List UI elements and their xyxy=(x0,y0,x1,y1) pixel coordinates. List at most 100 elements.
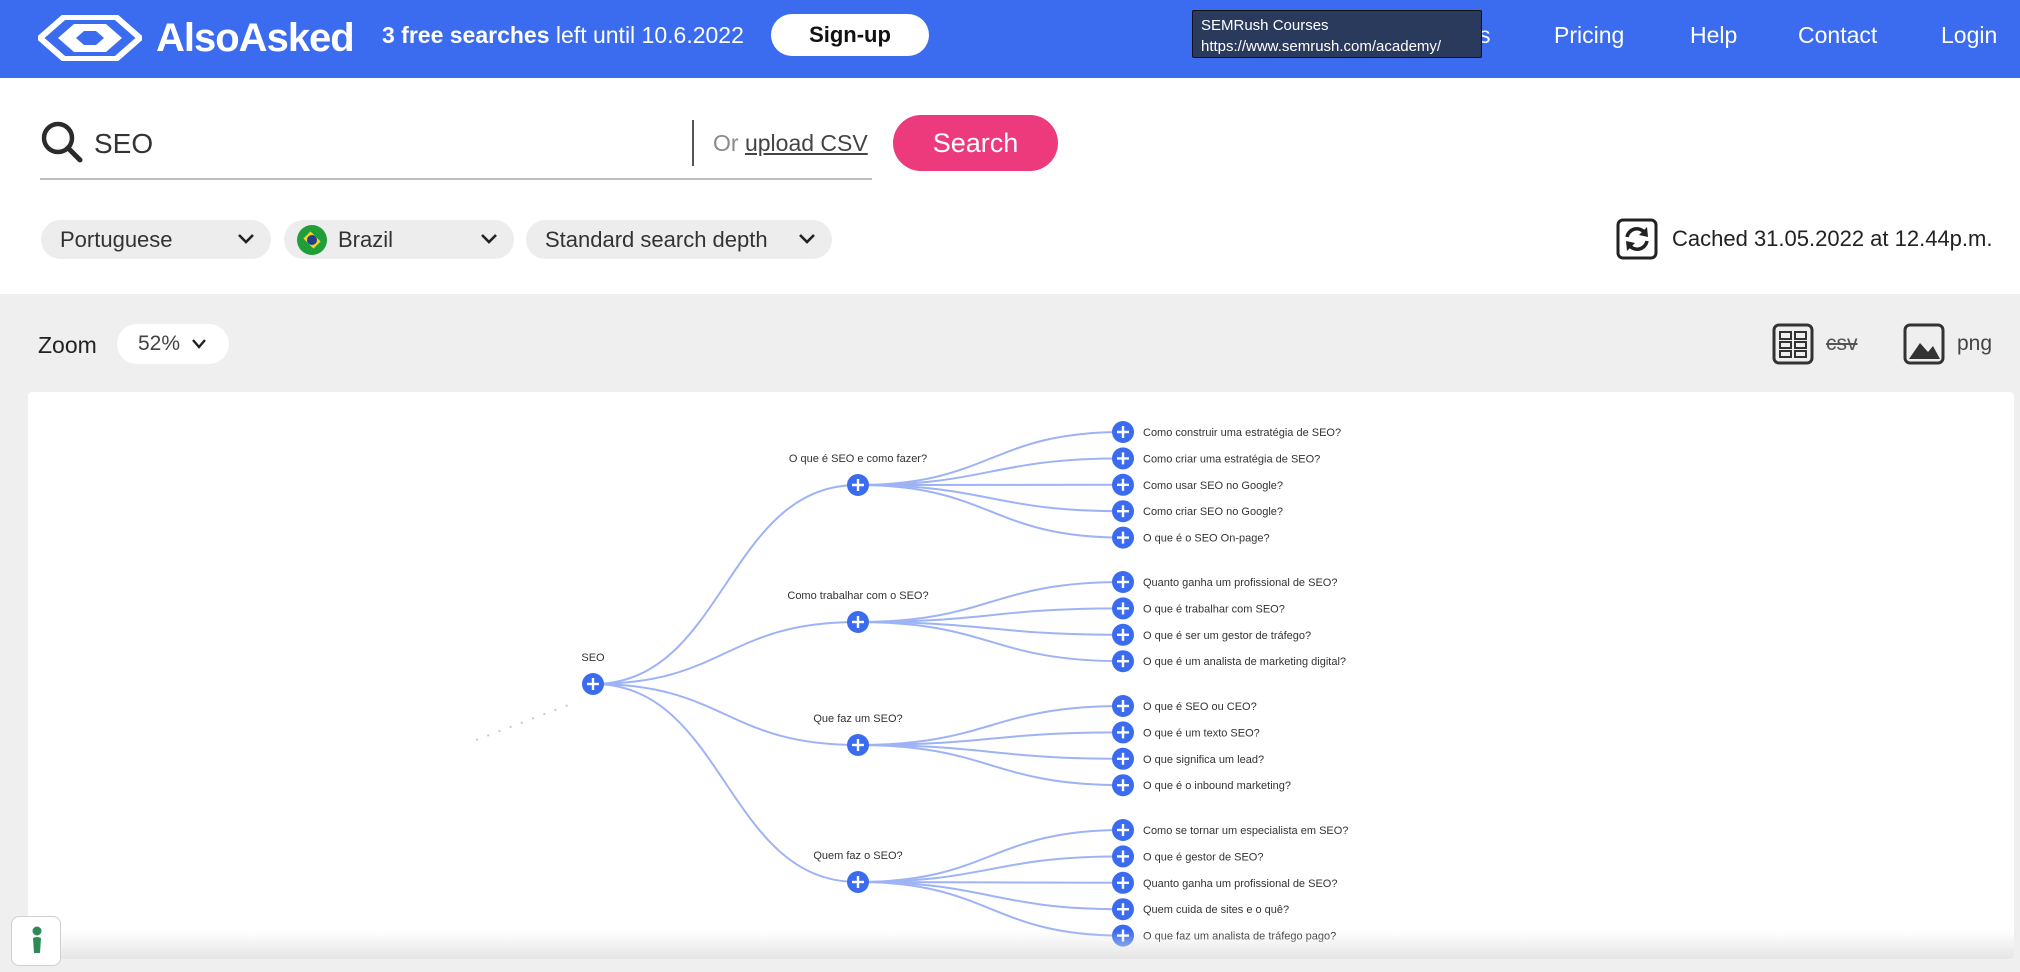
alsoasked-logo[interactable]: AlsoAsked xyxy=(38,12,354,64)
leaf-node-expand-button[interactable] xyxy=(1112,819,1134,841)
branch-question-label: Como trabalhar com o SEO? xyxy=(787,590,928,602)
table-grid-icon xyxy=(1772,323,1814,365)
search-depth-value: Standard search depth xyxy=(545,227,768,253)
chevron-down-icon xyxy=(237,232,255,246)
nav-login-link[interactable]: Login xyxy=(1941,22,1997,49)
signup-button[interactable]: Sign-up xyxy=(771,14,929,56)
search-depth-select[interactable]: Standard search depth xyxy=(526,220,832,259)
branch-leaf-link xyxy=(858,882,1123,909)
logo-text: AlsoAsked xyxy=(156,16,354,61)
zoom-value: 52% xyxy=(138,332,180,356)
country-select-value: Brazil xyxy=(338,227,393,253)
root-node-expand-button[interactable] xyxy=(582,673,604,695)
root-branch-link xyxy=(593,485,858,684)
cached-status: Cached 31.05.2022 at 12.44p.m. xyxy=(1616,218,1992,260)
nav-pricing-link[interactable]: Pricing xyxy=(1554,22,1624,49)
accessibility-icon xyxy=(12,917,62,967)
search-divider xyxy=(692,120,694,166)
branch-leaf-link xyxy=(858,485,1123,538)
leaf-node-expand-button[interactable] xyxy=(1112,571,1134,593)
branch-node-expand-button[interactable] xyxy=(847,871,869,893)
leaf-node-expand-button[interactable] xyxy=(1112,650,1134,672)
leaf-question-label: Como construir uma estratégia de SEO? xyxy=(1143,427,1341,439)
leaf-question-label: O que é o inbound marketing? xyxy=(1143,780,1291,792)
chevron-down-icon xyxy=(480,232,498,246)
leaf-node-expand-button[interactable] xyxy=(1112,500,1134,522)
root-branch-link xyxy=(593,622,858,684)
language-select[interactable]: Portuguese xyxy=(41,220,271,259)
country-select[interactable]: Brazil xyxy=(284,220,514,259)
leaf-question-label: O que é o SEO On-page? xyxy=(1143,533,1270,545)
question-tree-canvas[interactable]: SEO O que é SEO e como fazer? Como constru… xyxy=(28,392,2014,959)
free-searches-count: 3 free searches xyxy=(382,22,550,48)
export-png-button[interactable]: png xyxy=(1903,323,1992,365)
leaf-node-expand-button[interactable] xyxy=(1112,898,1134,920)
leaf-node-expand-button[interactable] xyxy=(1112,748,1134,770)
refresh-icon[interactable] xyxy=(1616,218,1658,260)
chevron-down-icon xyxy=(798,232,816,246)
zoom-label: Zoom xyxy=(38,332,97,359)
link-tooltip: SEMRush Courses https://www.semrush.com/… xyxy=(1192,10,1482,58)
leaf-node-expand-button[interactable] xyxy=(1112,845,1134,867)
leaf-node-expand-button[interactable] xyxy=(1112,695,1134,717)
leaf-question-label: O que é SEO ou CEO? xyxy=(1143,701,1257,713)
leaf-question-label: Como criar SEO no Google? xyxy=(1143,506,1283,518)
search-panel xyxy=(0,78,2020,294)
cached-text: Cached 31.05.2022 at 12.44p.m. xyxy=(1672,226,1992,252)
csv-label: csv xyxy=(1826,332,1858,356)
search-icon xyxy=(40,120,84,164)
leaf-question-label: Quanto ganha um profissional de SEO? xyxy=(1143,878,1337,890)
root-node-label: SEO xyxy=(581,652,605,664)
leaf-node-expand-button[interactable] xyxy=(1112,447,1134,469)
leaf-question-label: O que é um analista de marketing digital… xyxy=(1143,656,1346,668)
nav-contact-link[interactable]: Contact xyxy=(1798,22,1877,49)
zoom-select[interactable]: 52% xyxy=(117,324,229,364)
search-input[interactable]: SEO xyxy=(94,128,153,160)
leaf-question-label: O que é ser um gestor de tráfego? xyxy=(1143,630,1311,642)
branch-node-expand-button[interactable] xyxy=(847,474,869,496)
question-tree: SEO O que é SEO e como fazer? Como constru… xyxy=(28,392,2014,959)
leaf-node-expand-button[interactable] xyxy=(1112,721,1134,743)
leaf-question-label: O que é um texto SEO? xyxy=(1143,727,1260,739)
leaf-question-label: Quanto ganha um profissional de SEO? xyxy=(1143,577,1337,589)
branch-leaf-link xyxy=(858,485,1123,511)
leaf-question-label: O que é trabalhar com SEO? xyxy=(1143,603,1285,615)
image-icon xyxy=(1903,323,1945,365)
branch-question-label: O que é SEO e como fazer? xyxy=(789,453,927,465)
top-navigation-bar: AlsoAsked 3 free searches left until 10.… xyxy=(0,0,2020,78)
branch-question-label: Que faz um SEO? xyxy=(813,713,902,725)
branch-question-label: Quem faz o SEO? xyxy=(813,850,902,862)
upload-csv-link[interactable]: upload CSV xyxy=(745,130,868,156)
leaf-node-expand-button[interactable] xyxy=(1112,872,1134,894)
leaf-node-expand-button[interactable] xyxy=(1112,624,1134,646)
or-text: Or xyxy=(713,130,745,156)
brazil-flag-icon xyxy=(297,225,327,255)
leaf-question-label: O que é gestor de SEO? xyxy=(1143,851,1263,863)
nav-help-link[interactable]: Help xyxy=(1690,22,1737,49)
upload-csv-area: Or upload CSV xyxy=(713,130,868,157)
leaf-question-label: Quem cuida de sites e o quê? xyxy=(1143,904,1289,916)
canvas-bottom-fade xyxy=(28,931,2014,959)
leaf-node-expand-button[interactable] xyxy=(1112,774,1134,796)
chevron-down-icon xyxy=(191,338,207,350)
leaf-node-expand-button[interactable] xyxy=(1112,597,1134,619)
branch-node-expand-button[interactable] xyxy=(847,611,869,633)
tooltip-title: SEMRush Courses xyxy=(1201,15,1473,36)
png-label: png xyxy=(1957,332,1992,356)
leaf-node-expand-button[interactable] xyxy=(1112,421,1134,443)
leaf-node-expand-button[interactable] xyxy=(1112,474,1134,496)
free-searches-until: left until 10.6.2022 xyxy=(550,22,744,48)
leaf-question-label: O que significa um lead? xyxy=(1143,754,1264,766)
branch-node-expand-button[interactable] xyxy=(847,734,869,756)
leaf-question-label: Como se tornar um especialista em SEO? xyxy=(1143,825,1348,837)
leaf-question-label: Como criar uma estratégia de SEO? xyxy=(1143,453,1320,465)
export-csv-button[interactable]: csv xyxy=(1772,323,1858,365)
tooltip-url: https://www.semrush.com/academy/ xyxy=(1201,36,1473,57)
leaf-question-label: Como usar SEO no Google? xyxy=(1143,480,1283,492)
language-select-value: Portuguese xyxy=(60,227,173,253)
root-lead-in-line xyxy=(476,704,571,740)
logo-icon xyxy=(38,15,142,61)
search-button[interactable]: Search xyxy=(893,115,1058,171)
leaf-node-expand-button[interactable] xyxy=(1112,527,1134,549)
search-box[interactable]: SEO Or upload CSV xyxy=(40,118,872,180)
